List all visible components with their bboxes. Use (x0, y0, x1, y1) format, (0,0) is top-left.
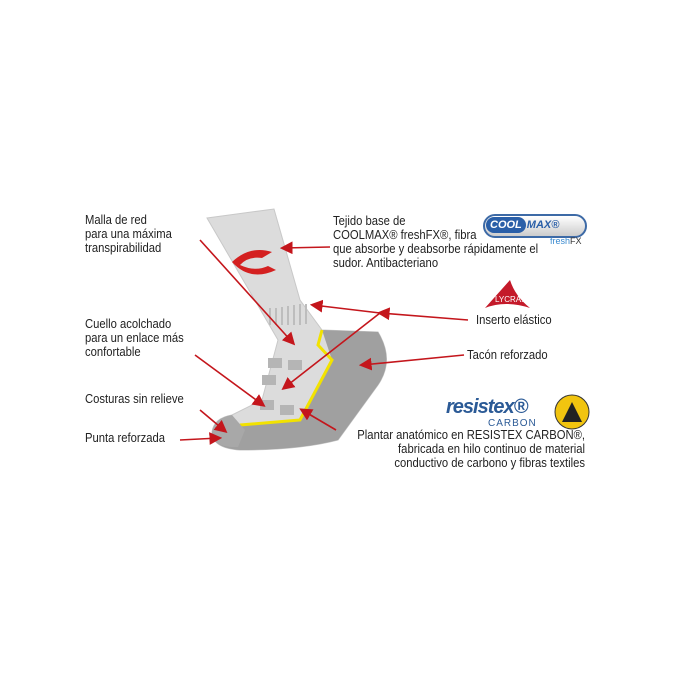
resistex-carbon-text: CARBON (488, 418, 537, 429)
svg-text:LYCRA.: LYCRA. (495, 295, 523, 304)
callout-arrows (179, 239, 469, 445)
freshfx-logo: freshFX (550, 236, 582, 246)
label-cuello: Cuello acolchado para un enlace más conf… (85, 317, 184, 359)
label-plantar: Plantar anatómico en RESISTEX CARBON®, f… (357, 428, 585, 470)
label-malla: Malla de red para una máxima transpirabi… (85, 213, 172, 255)
label-inserto: Inserto elástico (476, 313, 552, 327)
esd-warning-icon (554, 394, 590, 430)
brand-logo-icon (232, 249, 276, 275)
label-tacon: Tacón reforzado (467, 348, 548, 362)
label-tejido: Tejido base de COOLMAX® freshFX®, fibra … (333, 214, 539, 270)
label-punta: Punta reforzada (85, 431, 166, 445)
lycra-logo: LYCRA. (485, 280, 530, 308)
resistex-logo: resistex® (446, 396, 528, 418)
label-costuras: Costuras sin relieve (85, 392, 184, 406)
sock (206, 208, 387, 451)
